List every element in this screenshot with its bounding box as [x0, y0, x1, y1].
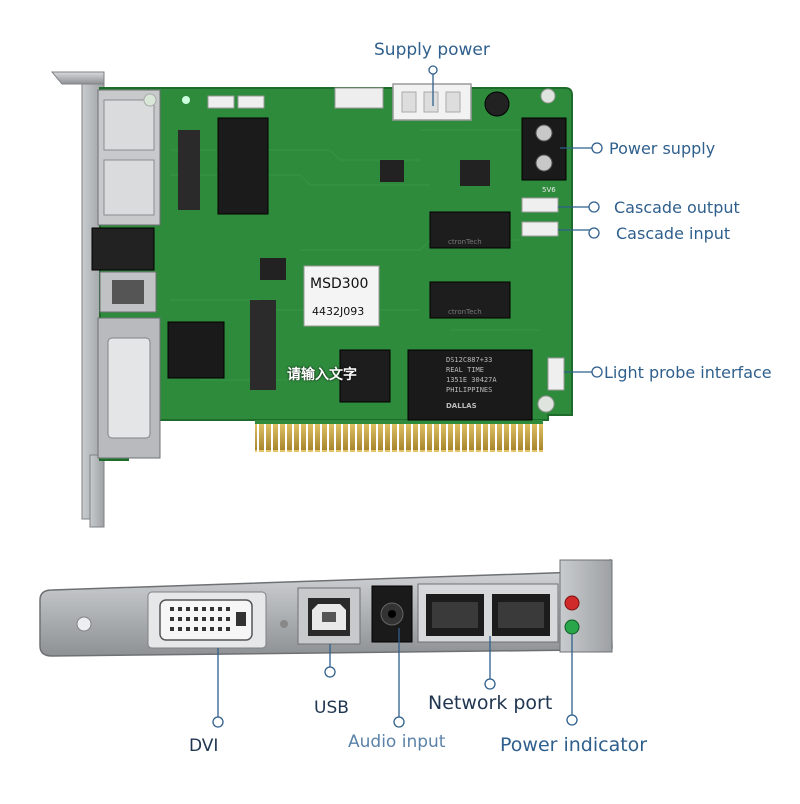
gold-edge-connector: [255, 420, 543, 452]
bottom-callouts: [212, 628, 578, 728]
model-sticker: [303, 265, 380, 327]
svg-text:1351E 30427A: 1351E 30427A: [446, 376, 497, 384]
svg-text:ctronTech: ctronTech: [448, 238, 482, 246]
pcb-board: 5V6 ctronTech ctronTech DS12C887+33 REAL…: [50, 71, 573, 528]
label-dvi: DVI: [189, 736, 219, 756]
label-power-indicator: Power indicator: [500, 734, 648, 756]
label-usb: USB: [314, 698, 349, 718]
cascade-input-connector: [521, 221, 559, 237]
svg-text:ctronTech: ctronTech: [448, 308, 482, 316]
led-green: [564, 619, 580, 635]
label-cascade-input: Cascade input: [616, 224, 731, 243]
overlay-placeholder-text: 请输入文字: [287, 367, 357, 383]
dvi-port: [147, 591, 267, 649]
label-audio-input: Audio input: [348, 732, 446, 752]
memory-chip-1: [429, 211, 511, 249]
rear-bracket: [39, 558, 613, 657]
svg-text:REAL TIME: REAL TIME: [446, 366, 484, 374]
led-red: [564, 595, 580, 611]
svg-text:DS12C887+33: DS12C887+33: [446, 356, 492, 364]
main-chip: [217, 117, 269, 215]
label-power-supply: Power supply: [609, 139, 716, 158]
usb-port: [297, 587, 361, 645]
cascade-output-connector: [521, 197, 559, 213]
light-probe-connector: [547, 357, 565, 391]
connector-5v6-text: 5V6: [542, 186, 556, 194]
model-name-text: MSD300: [310, 276, 369, 292]
label-light-probe: Light probe interface: [604, 363, 772, 382]
serial-number-text: 4432J093: [312, 305, 365, 318]
fpga-chip: [167, 321, 225, 379]
memory-chip-2: [429, 281, 511, 319]
svg-text:DALLAS: DALLAS: [446, 402, 477, 410]
rtc-chip: [407, 349, 533, 421]
audio-jack: [371, 585, 413, 643]
svg-text:PHILIPPINES: PHILIPPINES: [446, 386, 492, 394]
top-callouts: [428, 65, 603, 378]
label-cascade-output: Cascade output: [614, 198, 740, 217]
network-ports: [417, 583, 559, 643]
label-supply-power: Supply power: [374, 40, 490, 60]
label-network-port: Network port: [428, 692, 553, 714]
